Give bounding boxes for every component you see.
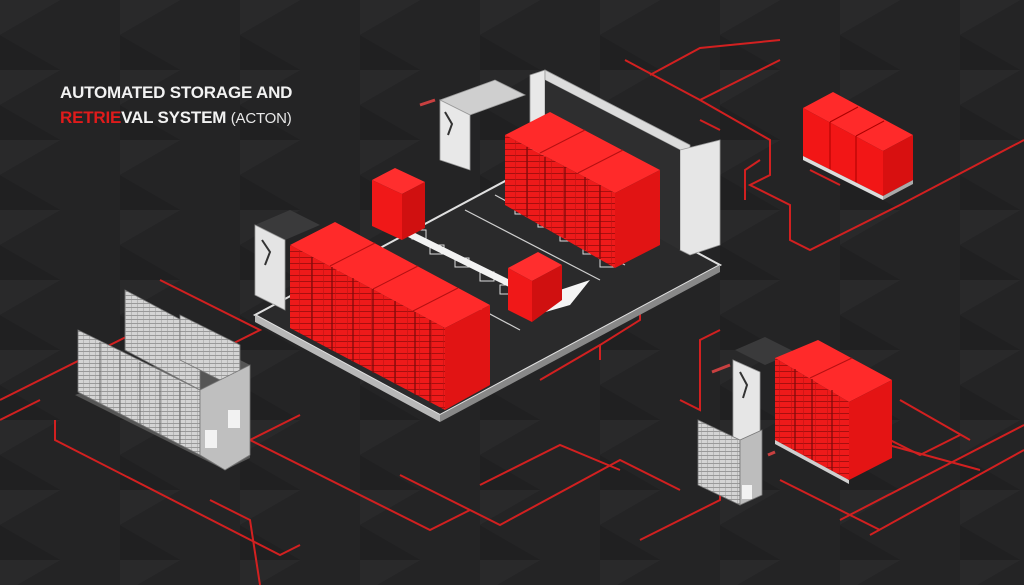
red-rack-row-top: [505, 112, 660, 268]
red-rack-row-bottom: [290, 222, 490, 410]
title-line-2: RETRIEVAL SYSTEM (ACTON): [60, 105, 292, 131]
main-facility: [252, 69, 723, 422]
storage-unit-top-right: [803, 92, 913, 200]
red-module-lower: [508, 252, 562, 322]
title-rest: VAL SYSTEM: [121, 108, 227, 127]
storage-unit-bottom-left: [75, 289, 251, 471]
red-module-upper: [372, 168, 425, 240]
diagram-title: AUTOMATED STORAGE AND RETRIEVAL SYSTEM (…: [60, 80, 292, 131]
title-line-1: AUTOMATED STORAGE AND: [60, 83, 293, 102]
title-suffix: (ACTON): [230, 110, 292, 127]
title-highlight: RETRIE: [60, 108, 122, 127]
storage-unit-bottom-right: [697, 337, 892, 506]
loading-station-left: [254, 210, 320, 311]
loading-station-top: [419, 79, 527, 171]
